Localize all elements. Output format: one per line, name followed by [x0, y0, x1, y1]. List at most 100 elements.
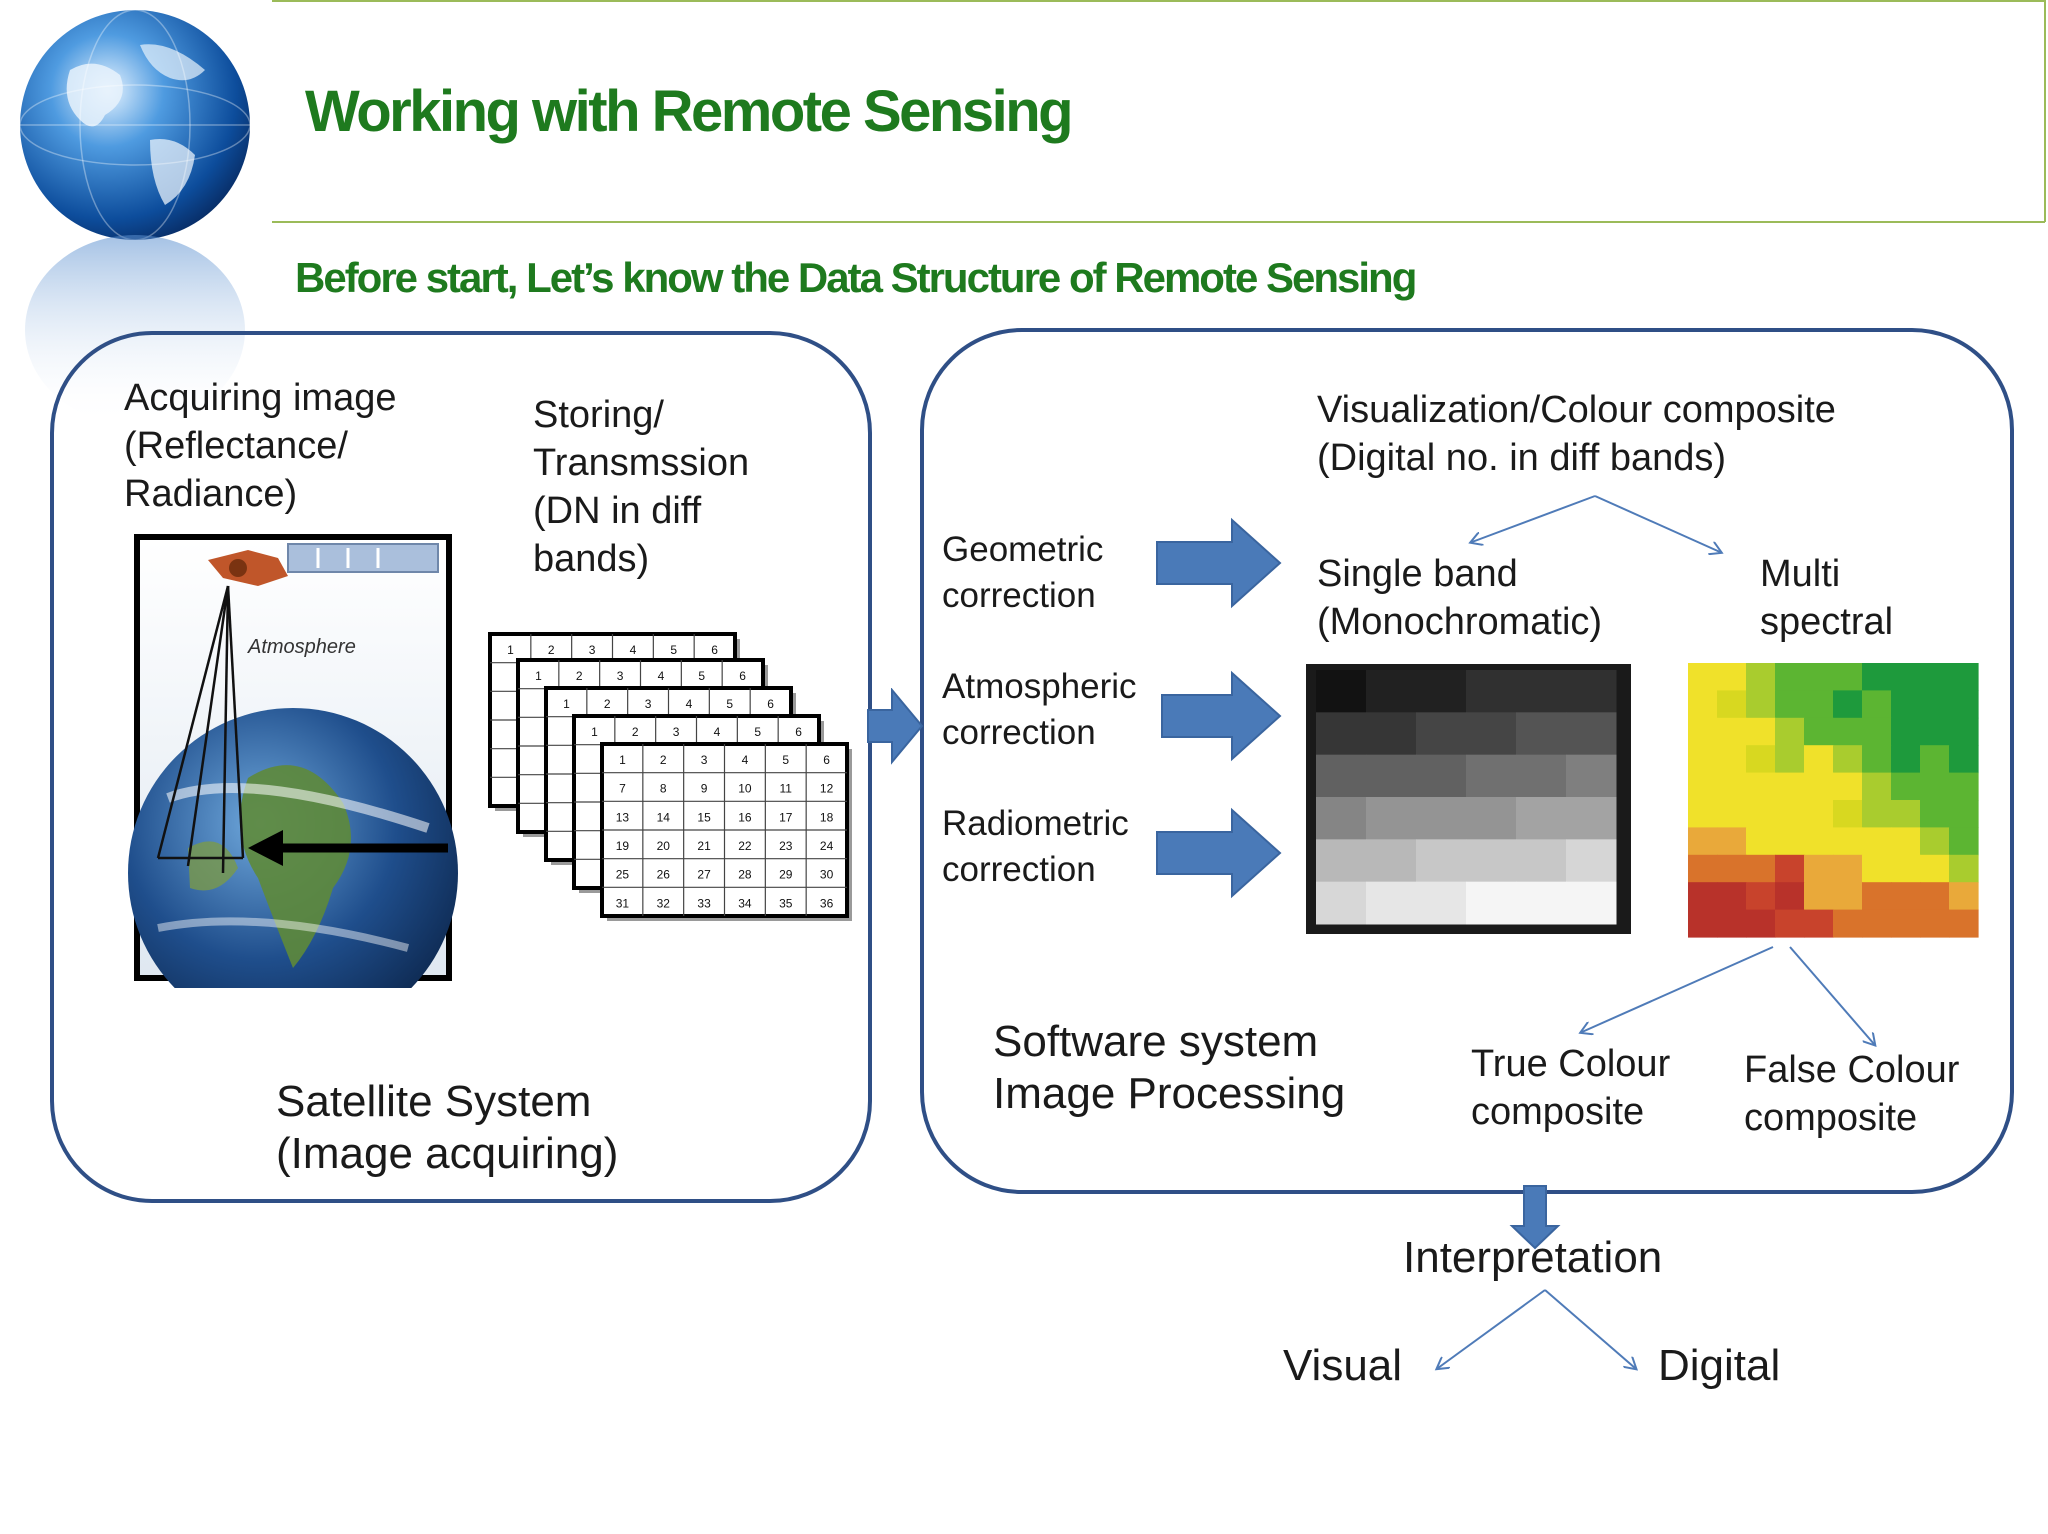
gray-pixel [1316, 797, 1367, 840]
gray-pixel [1366, 754, 1417, 798]
multispectral-pixel [1949, 745, 1979, 774]
dn-value: 11 [780, 782, 793, 796]
atmospheric-arrow [1161, 670, 1282, 762]
multispectral-pixel [1862, 882, 1892, 911]
atmospheric-correction-label: Atmospheric correction [942, 667, 1137, 752]
multispectral-pixel [1920, 854, 1950, 883]
multispectral-pixel [1891, 745, 1921, 774]
gray-pixel [1416, 670, 1467, 713]
multispectral-pixel [1891, 717, 1921, 746]
visualization-label: Visualization/Colour composite (Digital … [1317, 389, 1836, 479]
multispectral-pixel [1775, 909, 1805, 938]
multispectral-pixel [1746, 690, 1776, 719]
dn-value: 4 [742, 753, 749, 767]
gray-pixel [1516, 670, 1567, 713]
dn-value: 4 [658, 669, 665, 683]
dn-value: 30 [820, 868, 834, 882]
dn-value: 6 [767, 697, 774, 711]
software-panel [920, 328, 2014, 1194]
dn-value: 33 [697, 896, 711, 910]
dn-value: 32 [657, 896, 671, 910]
multispectral-pixel [1833, 745, 1863, 774]
interpretation-label: Interpretation [1403, 1233, 1663, 1282]
multispectral-pixel [1833, 909, 1863, 938]
dn-value: 2 [576, 669, 583, 683]
dn-value: 18 [820, 810, 834, 824]
multispectral-pixel [1717, 717, 1747, 746]
dn-value: 6 [711, 643, 718, 657]
multispectral-pixel [1775, 800, 1805, 828]
gray-pixel [1516, 712, 1567, 756]
multispectral-pixel [1688, 800, 1718, 828]
multispectral-pixel [1833, 854, 1863, 883]
multispectral-pixel [1891, 827, 1921, 856]
multispectral-pixel [1717, 772, 1747, 801]
multispectral-pixel [1862, 717, 1892, 746]
multispectral-pixel [1804, 909, 1834, 938]
gray-pixel [1416, 754, 1467, 798]
dn-value: 24 [820, 839, 834, 853]
monochromatic-image [1306, 664, 1631, 934]
multispectral-pixel [1804, 854, 1834, 883]
multispectral-pixel [1717, 663, 1747, 691]
multispectral-pixel [1891, 909, 1921, 938]
radiometric-arrow [1156, 807, 1282, 899]
multispectral-pixel [1804, 690, 1834, 719]
dn-value: 3 [617, 669, 624, 683]
dn-value: 31 [616, 896, 630, 910]
multispectral-pixel [1775, 663, 1805, 691]
gray-pixel [1366, 839, 1417, 883]
gray-pixel [1566, 797, 1617, 840]
satellite-earth-image: Atmosphere [128, 534, 458, 988]
multispectral-pixel [1775, 745, 1805, 774]
gray-pixel [1366, 797, 1417, 840]
dn-value: 13 [616, 810, 630, 824]
multispectral-pixel [1746, 827, 1776, 856]
multispectral-pixel [1920, 690, 1950, 719]
correction-arrows [1156, 517, 1282, 899]
multispectral-pixel [1746, 772, 1776, 801]
dn-value: 22 [738, 839, 752, 853]
acquiring-image-label: Acquiring image (Reflectance/ Radiance) [124, 377, 397, 515]
gray-pixel [1416, 712, 1467, 756]
atmosphere-label: Atmosphere [247, 636, 356, 658]
multispectral-pixel [1717, 745, 1747, 774]
dn-value: 3 [645, 697, 652, 711]
multispectral-pixel [1920, 663, 1950, 691]
dn-value: 2 [660, 753, 667, 767]
multispectral-pixel [1688, 663, 1718, 691]
dn-value: 10 [738, 782, 752, 796]
visual-label: Visual [1283, 1341, 1403, 1390]
multispectral-pixel [1920, 909, 1950, 938]
dn-value: 1 [591, 725, 598, 739]
true-colour-label: True Colour composite [1471, 1043, 1671, 1133]
multispectral-pixel [1775, 827, 1805, 856]
gray-pixel [1516, 754, 1567, 798]
dn-value: 25 [616, 868, 630, 882]
interpretation-down-arrow [1509, 1185, 1561, 1250]
dn-value: 3 [589, 643, 596, 657]
multispectral-pixel [1891, 854, 1921, 883]
multispectral-pixel [1717, 854, 1747, 883]
gray-pixel [1416, 839, 1467, 883]
dn-value: 2 [548, 643, 555, 657]
gray-pixel [1466, 670, 1517, 713]
multispectral-pixel [1833, 772, 1863, 801]
gray-pixel [1516, 797, 1567, 840]
gray-pixel [1566, 839, 1617, 883]
gray-pixel [1566, 712, 1617, 756]
dn-value: 1 [507, 643, 514, 657]
dn-value: 17 [779, 810, 793, 824]
multispectral-pixel [1746, 663, 1776, 691]
false-colour-label: False Colour composite [1744, 1049, 1960, 1139]
multispectral-pixel [1949, 854, 1979, 883]
dn-value: 19 [616, 839, 630, 853]
multispectral-pixel [1920, 772, 1950, 801]
multispectral-pixel [1804, 717, 1834, 746]
dn-value: 8 [660, 782, 667, 796]
dn-value: 28 [738, 868, 752, 882]
gray-pixel [1316, 754, 1367, 798]
multispectral-pixel [1775, 882, 1805, 911]
multispectral-pixel [1949, 717, 1979, 746]
